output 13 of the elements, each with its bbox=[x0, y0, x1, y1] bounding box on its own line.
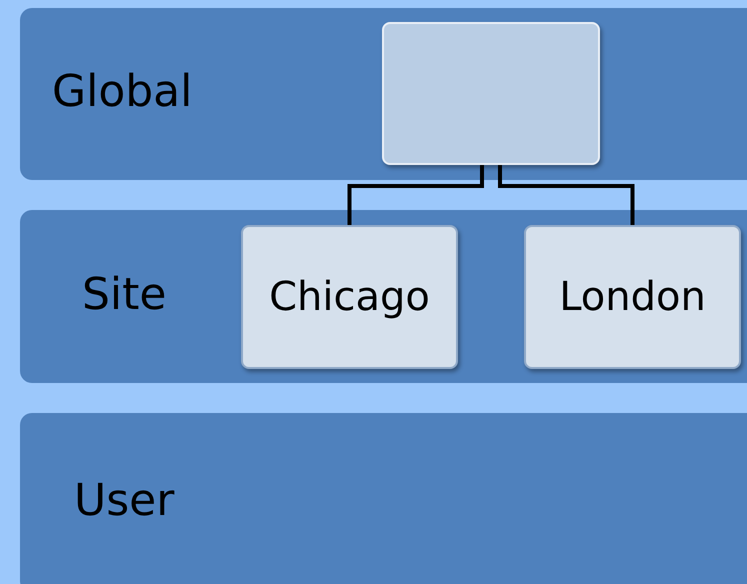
org-box bbox=[524, 225, 741, 369]
level-band bbox=[20, 413, 747, 584]
level-band bbox=[20, 210, 747, 383]
level-band bbox=[20, 8, 747, 180]
org-box bbox=[241, 225, 458, 369]
connector-line bbox=[498, 165, 634, 225]
org-box bbox=[382, 22, 600, 165]
level-label: Site bbox=[82, 272, 166, 316]
level-label: Global bbox=[52, 70, 192, 114]
level-label: User bbox=[74, 479, 174, 523]
org-label: London bbox=[559, 277, 706, 317]
connector-line bbox=[348, 165, 484, 225]
org-label: Chicago bbox=[269, 277, 430, 317]
